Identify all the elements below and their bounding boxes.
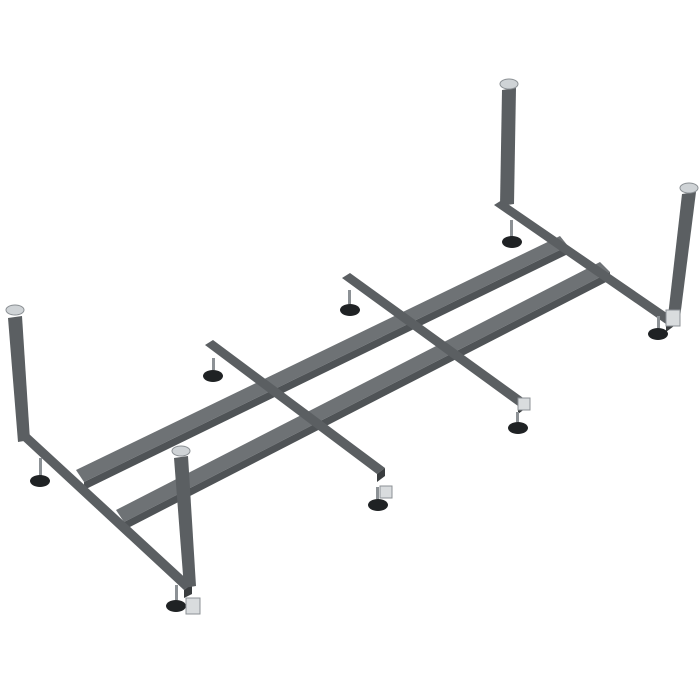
bracket-crossbar-left-front (379, 485, 393, 499)
cap-left-front (171, 445, 191, 457)
end-frame-left (20, 433, 192, 598)
cross-bar-left (205, 340, 385, 474)
bracket-left-front (185, 597, 201, 615)
foot-right-front (648, 328, 668, 340)
bracket-crossbar-right-front (517, 397, 531, 411)
uprights (5, 78, 699, 588)
upright-right-front (668, 192, 696, 318)
foot-crossbar-left-back (203, 370, 223, 382)
cap-right-front (679, 182, 699, 194)
upright-left-back (8, 316, 30, 442)
adjustable-feet (30, 220, 681, 615)
long-rails (76, 236, 610, 530)
foot-crossbar-left-front (368, 499, 388, 511)
foot-right-back (502, 236, 522, 248)
cap-right-back (499, 78, 519, 90)
foot-crossbar-right-front (508, 422, 528, 434)
foot-crossbar-right-back (340, 304, 360, 316)
upright-left-front (174, 456, 196, 588)
upright-right-back (500, 88, 516, 206)
foot-left-front (166, 600, 186, 612)
bracket-right-front (665, 309, 681, 327)
cap-left-back (5, 304, 25, 316)
cross-bar-right (342, 273, 526, 406)
long-rail-front (116, 262, 610, 522)
long-rail-back (76, 236, 568, 482)
foot-left-back (30, 475, 50, 487)
